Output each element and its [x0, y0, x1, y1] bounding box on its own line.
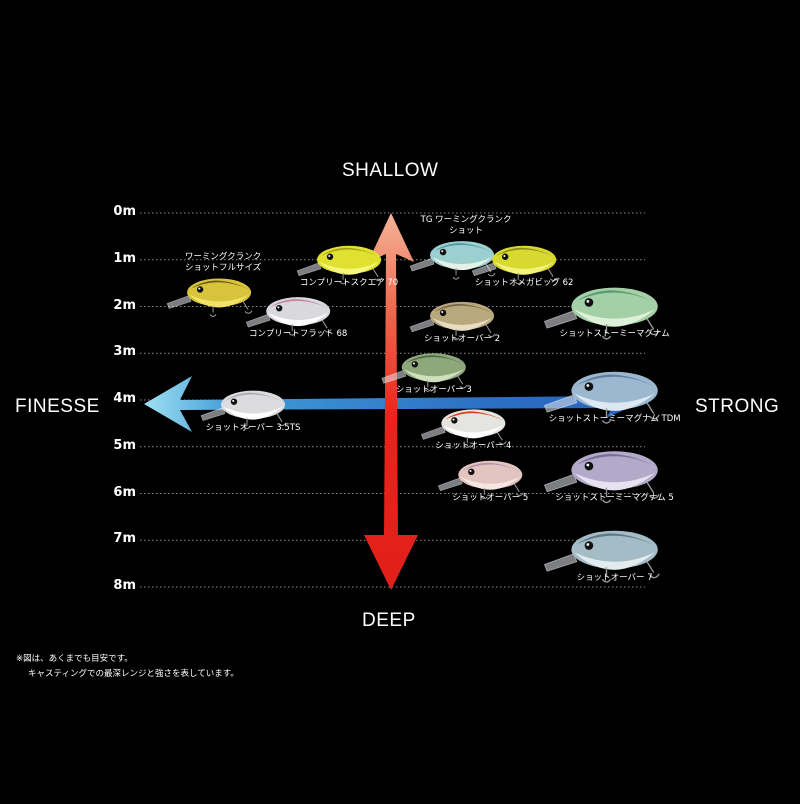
tick-label-4m: 4m	[113, 391, 136, 406]
lure-name-7: ショットストーミーマグナム	[559, 329, 670, 340]
deep-label: DEEP	[362, 610, 416, 631]
lure-name-14: ショットオーバー 7	[576, 572, 653, 583]
tick-label-1m: 1m	[113, 250, 136, 266]
lure-5	[471, 245, 558, 285]
lure-1	[166, 278, 253, 317]
lure-13	[543, 451, 660, 504]
lure-4	[409, 241, 496, 280]
shallow-label: SHALLOW	[342, 160, 439, 181]
lure-3	[296, 245, 383, 285]
lure-name-2: コンプリートフラット 68	[249, 329, 348, 340]
footnotes: ※図は、あくまでも目安です。 キャスティングでの最深レンジと強さを表しています。	[16, 652, 239, 682]
lure-8	[381, 353, 468, 392]
lure-name-5: ショットオメガビッグ 62	[474, 277, 574, 288]
footnote-1: ※図は、あくまでも目安です。	[16, 654, 133, 664]
finesse-label: FINESSE	[15, 396, 100, 417]
tick-label-2m: 2m	[113, 297, 136, 313]
lure-12	[437, 460, 524, 500]
footnote-2: キャスティングでの最深レンジと強さを表しています。	[28, 669, 239, 679]
tick-label-7m: 7m	[113, 531, 136, 547]
lure-name-4: TG ワーミングクランクショット	[420, 215, 512, 237]
lure-7	[543, 287, 660, 340]
lure-9	[200, 390, 287, 430]
lure-name-1: ワーミングクランクショットフルサイズ	[184, 252, 262, 274]
tick-label-0m: 0m	[113, 204, 136, 219]
lure-name-10: ショットストーミーマグナム TDM	[548, 413, 681, 424]
lure-marks	[166, 241, 660, 583]
tick-label-6m: 6m	[113, 484, 136, 500]
lure-11	[420, 409, 507, 448]
depth-arrow	[364, 213, 418, 590]
lure-10	[543, 371, 660, 424]
lure-name-11: ショットオーバー 4	[435, 441, 512, 452]
lure-2	[245, 297, 332, 336]
lure-name-3: コンプリートスクエア 70	[299, 277, 399, 288]
lure-6	[409, 301, 496, 341]
lure-name-8: ショットオーバー 3	[395, 385, 472, 396]
lure-14	[543, 530, 660, 583]
strong-label: STRONG	[695, 396, 780, 417]
lure-name-6: ショットオーバー 2	[424, 333, 501, 344]
axis-arrows	[144, 213, 642, 590]
lure-name-12: ショットオーバー 5	[452, 492, 529, 503]
lure-name-13: ショットストーミーマグナム 5	[555, 493, 674, 504]
tick-label-3m: 3m	[113, 344, 136, 360]
tick-label-8m: 8m	[113, 578, 136, 593]
tick-label-5m: 5m	[113, 437, 136, 453]
lure-name-9: ショットオーバー 3.5TS	[205, 422, 301, 433]
